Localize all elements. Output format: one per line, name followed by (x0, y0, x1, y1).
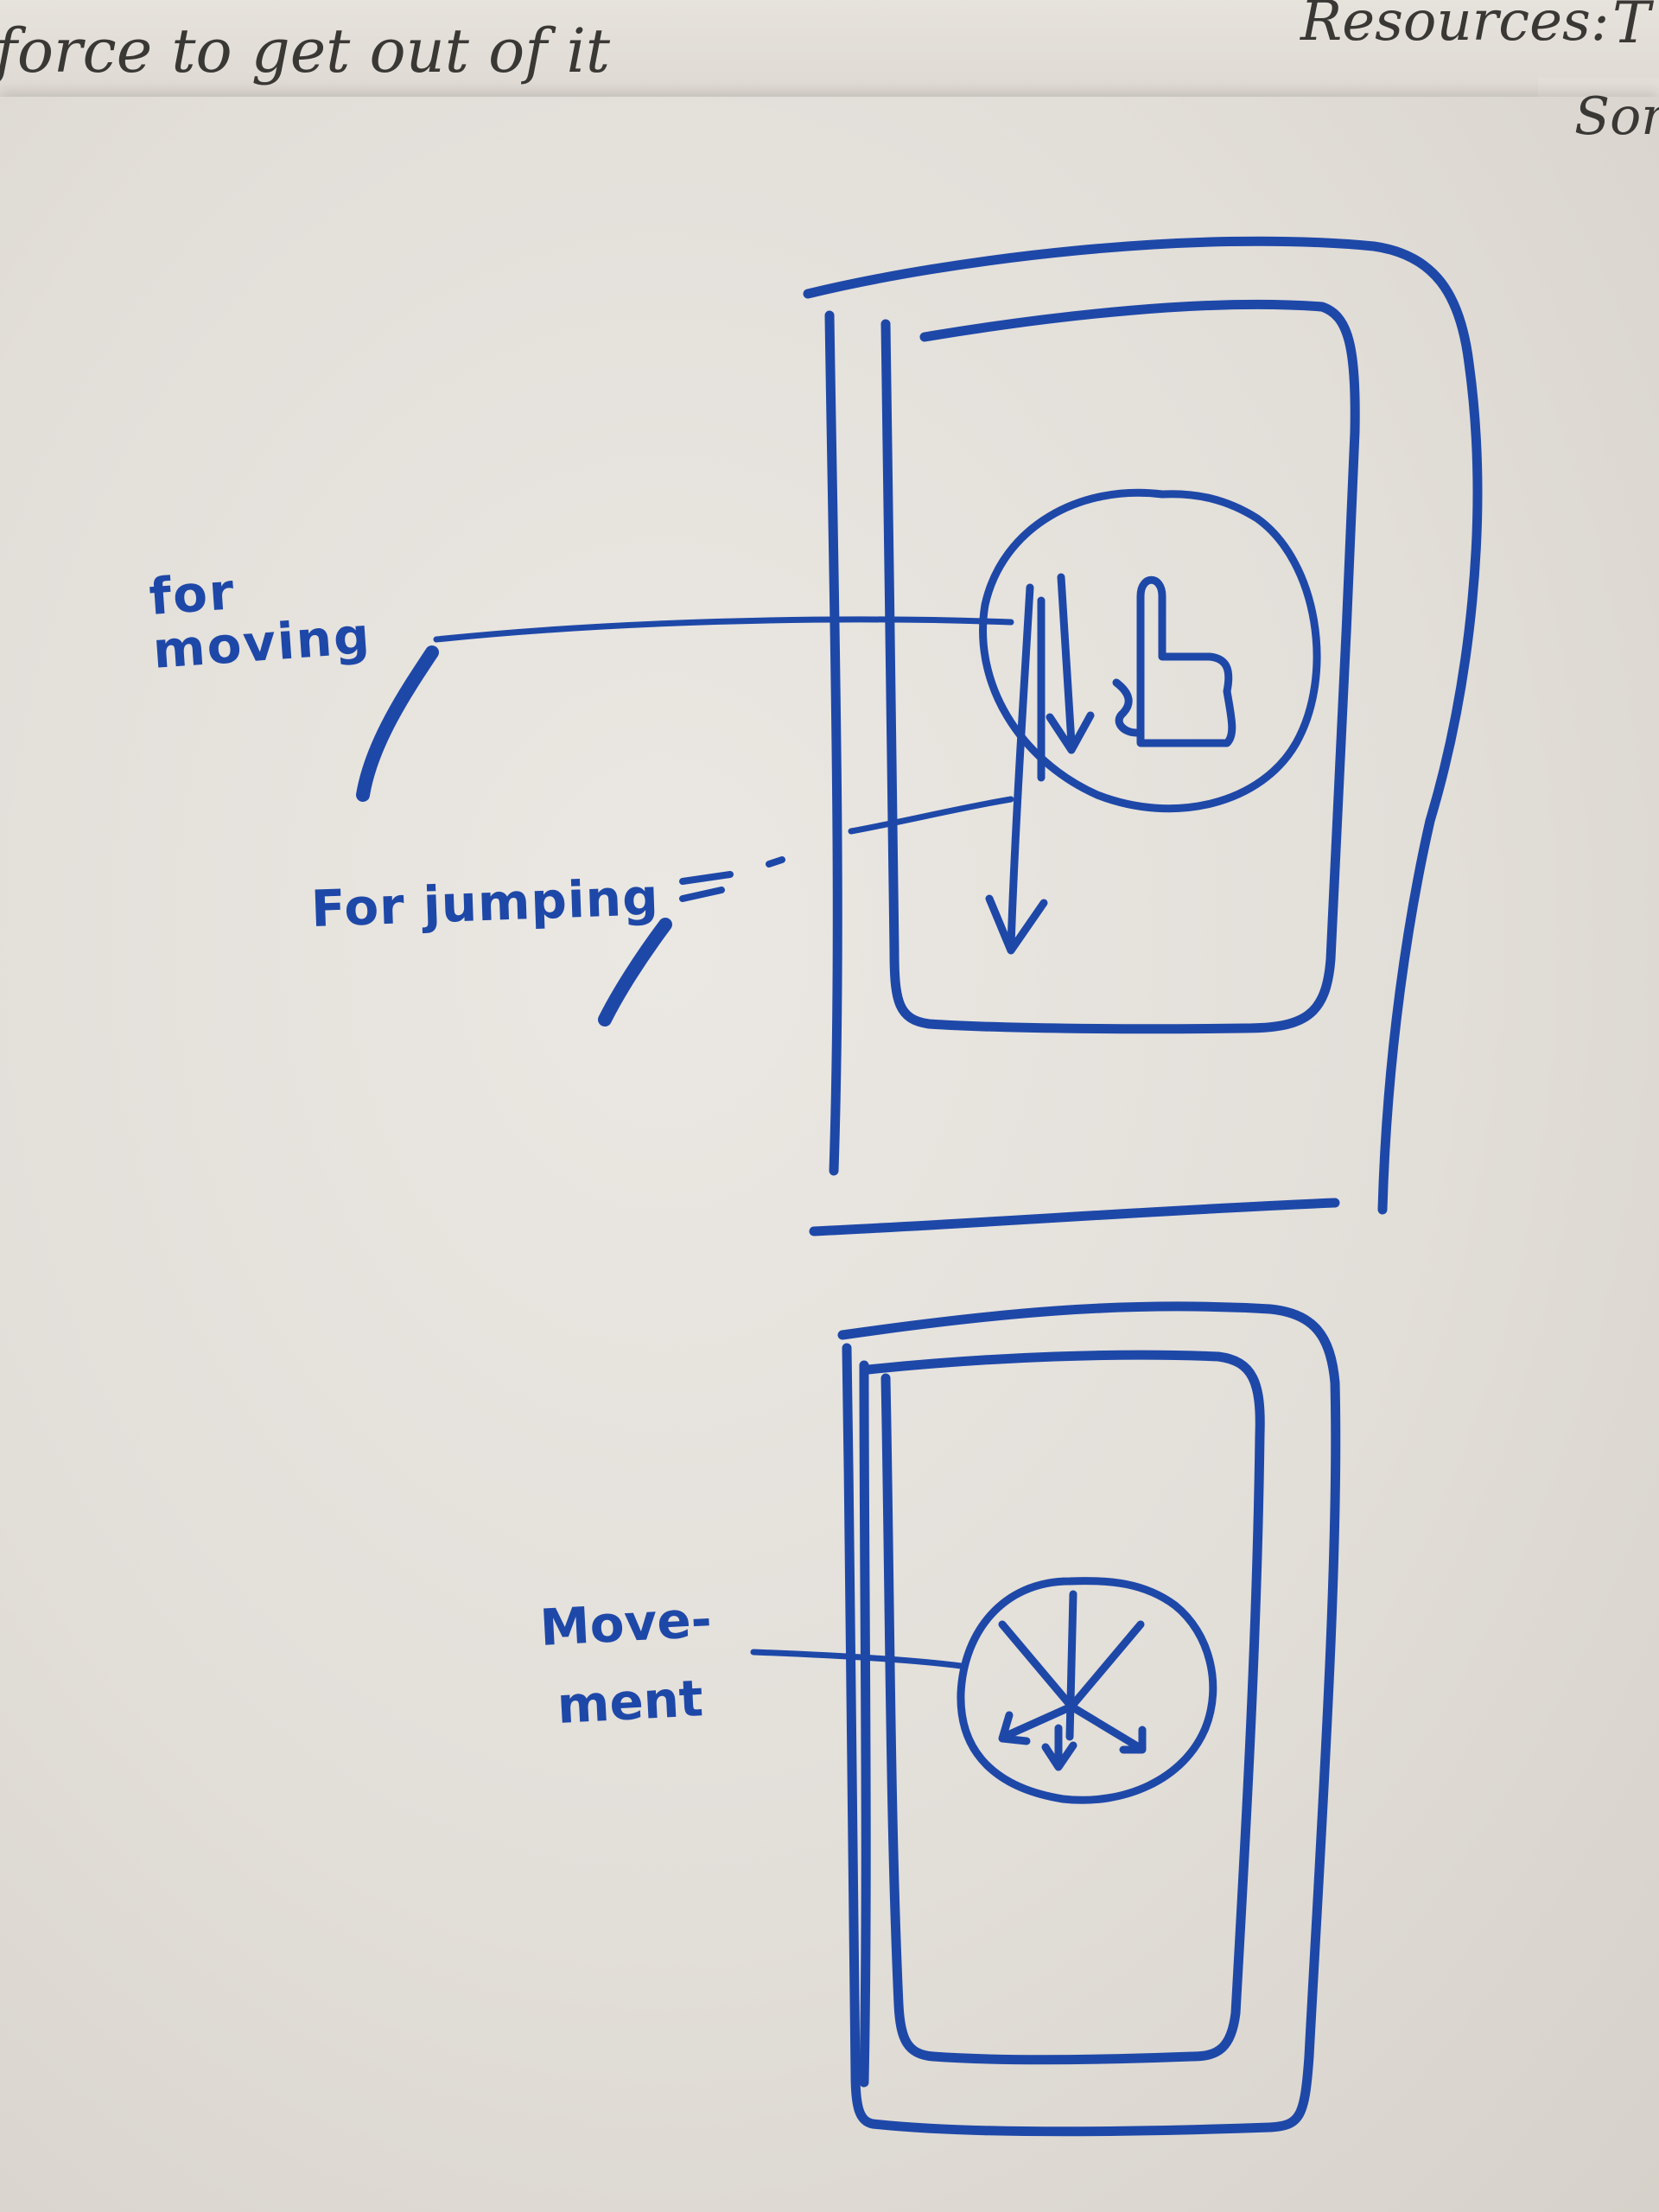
joystick-arrow-down-right (1067, 1702, 1147, 1754)
bottom-phone-sketch (837, 1301, 1341, 2137)
top-left-note: force to get out of it (0, 16, 610, 86)
label-for-moving-text: for moving (147, 562, 373, 680)
label-for-jumping: For jumping (309, 867, 660, 938)
jump-arrow-sketch (985, 583, 1048, 955)
joystick-circle (957, 1577, 1217, 1804)
top-phone-sketch (803, 236, 1483, 1236)
moving-label-flourish (356, 645, 439, 802)
jumping-label-flourish (598, 918, 672, 1027)
label-for-moving: for moving (147, 550, 440, 680)
jump-button-sketch (979, 488, 1321, 813)
joystick-arrow-down-left (998, 1702, 1076, 1745)
movement-joystick-sketch (957, 1577, 1217, 1804)
top-right-note: Resources: (1300, 0, 1610, 54)
right-margin-fragment: Som (1574, 86, 1659, 147)
label-movement-line2: ment (556, 1669, 705, 1735)
bottom-phone-inner-screen (863, 1350, 1265, 2065)
jumping-leader-dash-2 (679, 871, 734, 902)
jumping-leader-dash (766, 856, 785, 868)
top-phone-outer-frame (803, 236, 1483, 1215)
thumbs-up-icon (1112, 575, 1236, 747)
top-phone-bottom-bar (809, 1198, 1340, 1236)
top-right-letter: T (1612, 0, 1651, 56)
label-movement-line1: Move- (538, 1589, 714, 1657)
jump-button-circle (979, 488, 1321, 813)
movement-leader-line (750, 1649, 964, 1669)
jumping-leader-line (848, 796, 1014, 835)
top-phone-inner-screen (880, 299, 1360, 1034)
bottom-phone-left-edge (859, 1360, 871, 2088)
joystick-arrow-down (1041, 1724, 1077, 1771)
moving-leader-line (433, 616, 1014, 643)
down-arrow-icon-2 (1046, 573, 1095, 754)
bottom-phone-outer-frame (837, 1301, 1341, 2137)
top-phone-left-edge (824, 310, 842, 1176)
joystick-vertical-stroke (1065, 1590, 1077, 1741)
